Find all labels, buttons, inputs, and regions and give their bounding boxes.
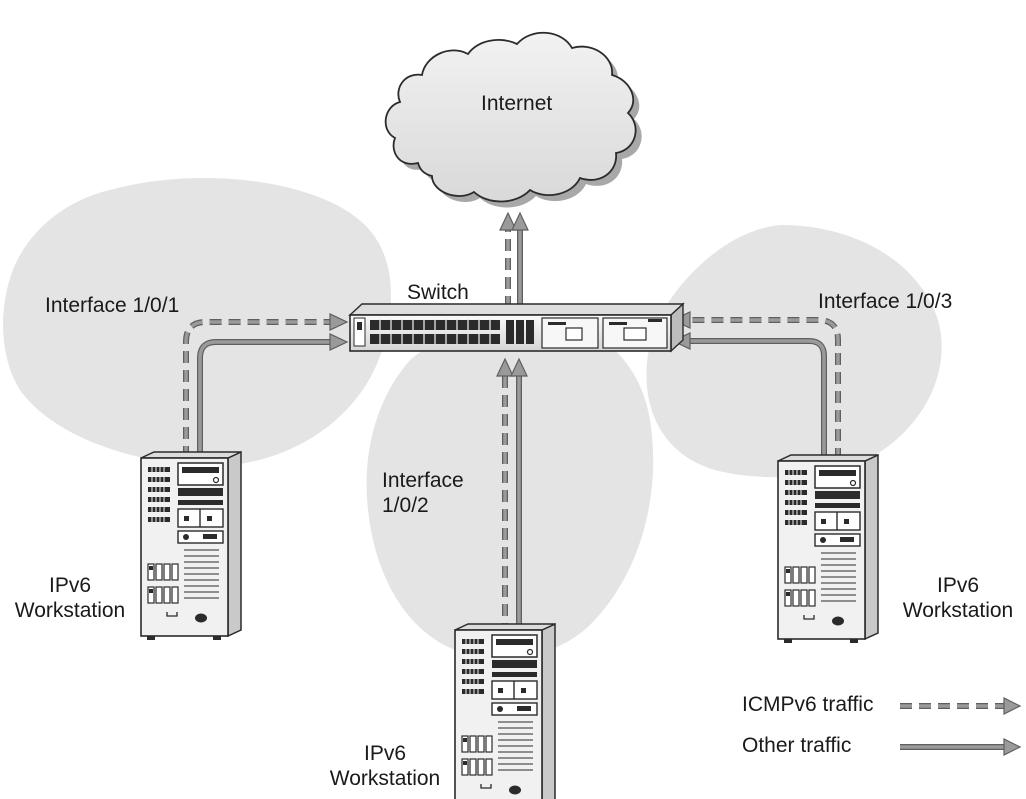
interface-2-label-line2: 1/0/2 xyxy=(382,494,429,517)
internet-cloud-icon xyxy=(384,31,642,208)
network-area-interface-2 xyxy=(366,318,654,659)
workstation-right-label-line2: Workstation xyxy=(902,599,1014,622)
workstation-left-label-line2: Workstation xyxy=(14,599,126,622)
workstation-bottom-label-line1: IPv6 xyxy=(363,742,407,765)
arrow-ws1-switch-icmp xyxy=(183,313,349,458)
legend-other-line xyxy=(900,738,1022,756)
switch-label: Switch xyxy=(407,281,469,304)
internet-label: Internet xyxy=(481,92,553,115)
workstation-right-label-line1: IPv6 xyxy=(936,574,980,597)
legend-other-label: Other traffic xyxy=(742,734,852,757)
arrow-ws2-switch-icmp xyxy=(496,357,514,654)
interface-1-label: Interface 1/0/1 xyxy=(45,294,180,317)
network-area-interface-3 xyxy=(646,225,942,478)
network-switch-icon xyxy=(348,302,685,353)
workstation-left-label-line1: IPv6 xyxy=(48,574,92,597)
interface-3-label: Interface 1/0/3 xyxy=(818,290,953,313)
legend-icmp-label: ICMPv6 traffic xyxy=(742,693,874,716)
tower-server-icon-bottom xyxy=(454,623,556,799)
arrow-ws2-switch-other xyxy=(510,357,528,654)
arrow-switch-internet-icmp xyxy=(499,211,517,308)
legend-icmp-line xyxy=(900,697,1022,715)
tower-server-icon-left xyxy=(140,451,242,641)
workstation-bottom-label-line2: Workstation xyxy=(329,767,441,790)
tower-server-icon-right xyxy=(777,454,879,644)
arrow-ws1-switch-other xyxy=(197,333,349,458)
interface-2-label-line1: Interface xyxy=(382,469,464,492)
arrow-switch-internet-other xyxy=(511,211,529,308)
